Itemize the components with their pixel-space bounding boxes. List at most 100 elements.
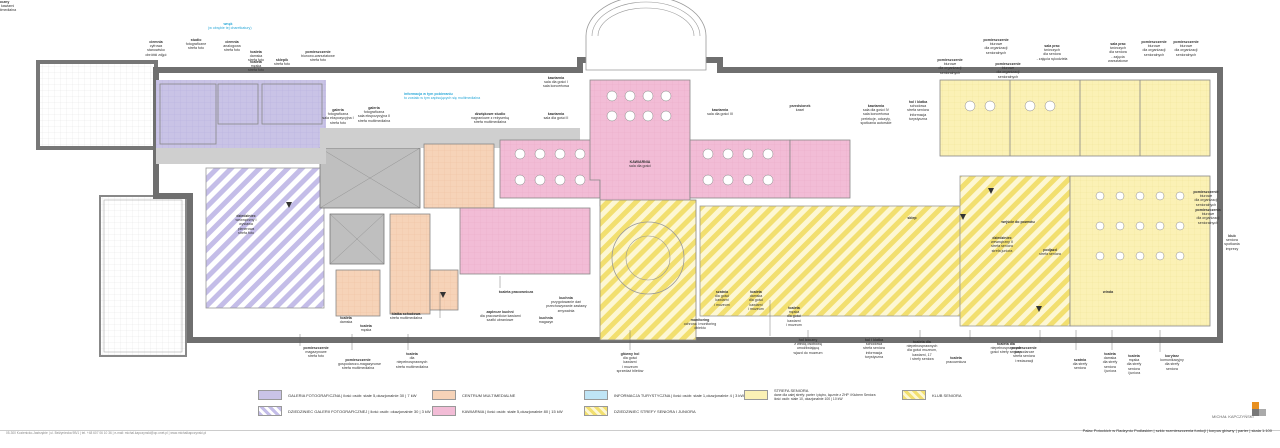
room-label-line: strefa seniora	[907, 108, 929, 113]
room-label-line: kawiarni, 17	[912, 352, 932, 357]
room-label-line: toaleta	[788, 306, 800, 310]
room-label-line: sala ekspozycyjna II	[357, 114, 391, 119]
room-label-line: męska	[250, 64, 262, 69]
footer-address: 05-300 Kozienicko-Jastrzębie | ul. Bełży…	[6, 431, 207, 435]
room-label-line: sala dla gości III	[707, 112, 733, 117]
room-label-line: strefa multimedialna	[395, 364, 429, 369]
room-label-line: dla gości	[714, 294, 730, 299]
room-label-line: fotograficzne	[185, 42, 207, 47]
room-label-line: pracownicza	[946, 360, 966, 365]
logo-text: MICHAŁ KAPCZYŃSKI	[1212, 414, 1254, 419]
room-label-line: wejście do powrotu	[1001, 220, 1035, 224]
room-label-line: nagraniowe z reżyserką	[471, 116, 509, 121]
legend-label: CENTRUM MULTIMEDIALNE	[462, 392, 516, 398]
room-label-line: toaleta	[360, 324, 372, 328]
room-label-line: wewnętrzny II	[991, 240, 1013, 245]
room-label-line: strefa multimedialna	[473, 120, 507, 125]
legend-label: GALERIA FOTOGRAFICZNA | ilość osób: stał…	[288, 392, 417, 398]
room-label-line: spotkania autorskie	[860, 120, 892, 125]
room-label-line: twórczych	[1110, 46, 1126, 51]
room-label-line: sala koncertowa	[863, 112, 889, 117]
room-label-line: przechowywanie zastawy	[546, 304, 587, 309]
room-label-line: główny hol	[620, 352, 640, 356]
legend-label: INFORMACJA TURYSTYCZNA | ilość osób: sta…	[614, 392, 745, 398]
room-label-line: winda	[1102, 290, 1114, 294]
room-label-line: plenerowa	[237, 226, 255, 231]
room-label-line: strefa foto	[224, 48, 240, 53]
arrows	[286, 188, 1042, 312]
room-label-line: seniora	[1104, 364, 1116, 369]
room-label-line: twórczych	[1044, 48, 1060, 53]
room-label-line: strefa multimedialna	[389, 316, 423, 321]
room-label-line: dla organizacji	[1174, 48, 1198, 53]
room-label-line: szatnia	[715, 290, 729, 294]
room-label-line: sala dla gości	[629, 164, 651, 169]
room-label-line: cyfrowa	[149, 44, 163, 49]
room-label-line: wystawa	[239, 222, 253, 227]
legend-swatch	[258, 390, 282, 400]
legend-item-dziedziniec-strefy: DZIEDZINIEC STREFY SENIORA I JUNIORA	[584, 406, 696, 416]
room-label-line: szatnia	[1073, 358, 1087, 362]
room-label-line: magazyn	[538, 320, 554, 325]
room-label-line: pomieszczenie	[1141, 40, 1167, 44]
room-label-line: pomieszczenie	[983, 38, 1009, 42]
room-label-line: strefa multimedialna	[0, 8, 17, 13]
legend-item-kawiarnia: KAWIARNIA | ilość osób: stałe 5,okazjona…	[432, 406, 563, 416]
room-label-line: informacja w tym pobieraniu	[404, 92, 453, 96]
room-label-line: pomieszczenie	[305, 50, 331, 54]
room-label-line: umożliwiającą	[796, 346, 820, 351]
room-label-line: niepełnosprawnych	[990, 346, 1022, 351]
legend-item-strefa-seniora: STREFA SENIORA dane dla całej strefy: pa…	[744, 388, 876, 401]
room-label-line: zaplecze kuchni	[486, 310, 514, 314]
room-label-line: - zajęcia rękodzieła	[1036, 56, 1068, 61]
room-label-line: senioralnych	[1197, 220, 1219, 225]
room-label-line: dla seniora	[1109, 50, 1127, 55]
room-label-line: damska	[339, 320, 353, 325]
room-label-line: imprezy	[1225, 246, 1239, 251]
room-label-line: kawiarnia	[711, 108, 729, 112]
room-label-line: kasel	[795, 108, 805, 113]
room-label-line: dla organizacji	[1142, 48, 1166, 53]
zone-centrum-multimedialne	[335, 143, 495, 317]
room-label-line: dla strefy	[1072, 362, 1088, 367]
room-label-line: monitoring	[690, 318, 710, 322]
room-label-line: magazynowe	[305, 350, 327, 355]
room-label-line: przedsionek	[789, 104, 811, 108]
room-label-line: podjazd	[1043, 248, 1057, 252]
room-label-line: hol boczny	[0, 0, 10, 4]
room-label-line: dla gości muzeum,	[907, 348, 937, 353]
room-label-line: strefa foto	[308, 354, 324, 359]
room-label-line: obróbki zdjęć	[145, 52, 167, 57]
room-label-line: strefa seniora	[991, 244, 1013, 249]
room-label-line: dla organizacji	[1194, 198, 1218, 203]
room-label-line: klub	[1228, 234, 1236, 238]
room-label-line: sklep	[907, 216, 917, 220]
room-label-line: turystyczna	[908, 116, 928, 121]
room-label-line: dźwiękowe studio	[474, 112, 506, 116]
room-label-line: dla gości	[622, 356, 638, 361]
room-label-wejscie-seniora: wejście do powrotu	[998, 220, 1038, 224]
room-label-line: senioralnych	[997, 74, 1019, 79]
room-label-line: dla	[409, 356, 415, 361]
room-label-line: strefa seniora	[1039, 252, 1061, 257]
room-label-line: kawiarni	[623, 360, 637, 365]
room-label-line: damska	[249, 54, 263, 59]
room-label-line: dla gości	[786, 314, 802, 319]
room-label-line: schodowa	[865, 342, 883, 347]
